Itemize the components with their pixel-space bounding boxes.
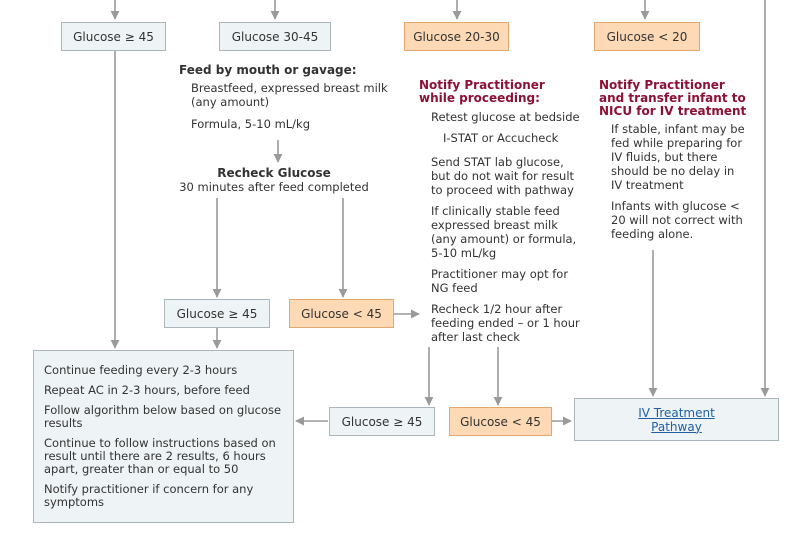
feed-item-1: Breastfeed, expressed breast milk (any a… [191, 81, 388, 109]
box-glucose-lt45-mid: Glucose < 45 [289, 299, 394, 328]
label: Glucose < 20 [606, 29, 688, 44]
box-glucose-30-45: Glucose 30-45 [219, 22, 331, 51]
notify-step-1: Retest glucose at bedside [431, 110, 580, 124]
continue-item-1: Continue feeding every 2-3 hours [44, 363, 238, 377]
box-glucose-20-30: Glucose 20-30 [404, 22, 509, 51]
notify-step-5: Practitioner may opt for NG feed [431, 267, 569, 295]
notify-step-4: If clinically stable feed expressed brea… [431, 204, 577, 260]
box-glucose-lt45-bottom: Glucose < 45 [449, 407, 552, 436]
notify-nicu-section: Notify Practitioner and transfer infant … [599, 79, 747, 248]
label: Glucose < 45 [460, 414, 541, 429]
label: Glucose ≥ 45 [73, 29, 154, 44]
continue-feeding-box: Continue feeding every 2-3 hours Repeat … [33, 350, 294, 523]
label: Glucose 20-30 [413, 29, 500, 44]
notify-step-6: Recheck 1/2 hour after feeding ended – o… [431, 302, 580, 344]
continue-item-2: Repeat AC in 2-3 hours, before feed [44, 383, 250, 397]
notify-proceed-section: Notify Practitioner while proceeding: Re… [419, 79, 581, 351]
continue-item-5: Notify practitioner if concern for any s… [44, 482, 254, 509]
recheck-sub: 30 minutes after feed completed [179, 180, 369, 194]
notify-proceed-heading: Notify Practitioner while proceeding: [419, 78, 545, 105]
notify-step-2: I-STAT or Accucheck [443, 131, 559, 145]
recheck-block: Recheck Glucose 30 minutes after feed co… [174, 166, 374, 194]
box-glucose-lt20: Glucose < 20 [594, 22, 700, 51]
nicu-step-2: Infants with glucose < 20 will not corre… [611, 199, 743, 241]
label: Glucose < 45 [301, 306, 382, 321]
feed-heading: Feed by mouth or gavage: [179, 63, 357, 77]
box-glucose-ge45-top: Glucose ≥ 45 [61, 22, 166, 51]
label: Glucose ≥ 45 [341, 414, 423, 429]
box-glucose-ge45-bottom: Glucose ≥ 45 [329, 407, 435, 436]
iv-treatment-link[interactable]: IV Treatment Pathway [638, 406, 715, 434]
iv-link-line-1: IV Treatment [638, 405, 715, 420]
notify-nicu-heading: Notify Practitioner and transfer infant … [599, 78, 747, 118]
feed-item-2: Formula, 5-10 mL/kg [191, 117, 311, 131]
box-iv-treatment: IV Treatment Pathway [574, 398, 779, 441]
box-glucose-ge45-mid: Glucose ≥ 45 [164, 299, 270, 328]
feed-section: Feed by mouth or gavage: Breastfeed, exp… [179, 63, 399, 131]
label: Glucose 30-45 [231, 29, 319, 44]
notify-step-3: Send STAT lab glucose, but do not wait f… [431, 155, 575, 197]
continue-item-3: Follow algorithm below based on glucose … [44, 403, 282, 430]
iv-link-line-2: Pathway [651, 419, 702, 434]
continue-item-4: Continue to follow instructions based on… [44, 436, 276, 476]
nicu-step-1: If stable, infant may be fed while prepa… [611, 122, 745, 192]
label: Glucose ≥ 45 [176, 306, 258, 321]
recheck-title: Recheck Glucose [217, 166, 331, 180]
